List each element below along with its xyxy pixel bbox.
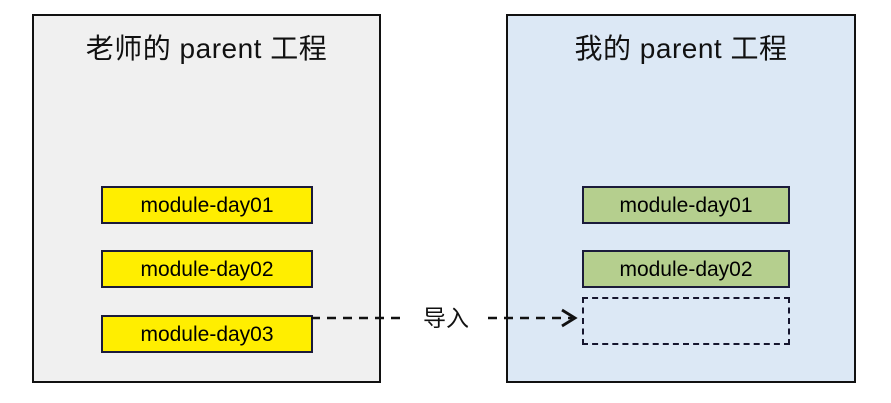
module-box-teacher-day01[interactable]: module-day01 [101,186,313,224]
module-box-mine-day01[interactable]: module-day01 [582,186,790,224]
module-label: module-day02 [140,257,274,281]
panel-title-mine: 我的 parent 工程 [574,33,788,64]
module-label: module-day01 [140,193,274,217]
panel-my-parent-project: 我的 parent 工程 module-day01 module-day02 [506,14,856,383]
connector-label-import: 导入 [404,304,488,332]
module-box-mine-day02[interactable]: module-day02 [582,250,790,288]
panel-title-teacher: 老师的 parent 工程 [85,33,328,64]
module-label: module-day03 [140,322,274,346]
module-label: module-day01 [619,193,753,217]
panel-teacher-parent-project: 老师的 parent 工程 module-day01 module-day02 … [32,14,381,383]
module-label: module-day02 [619,257,753,281]
module-box-teacher-day03[interactable]: module-day03 [101,315,313,353]
module-box-mine-empty-slot[interactable] [582,297,790,345]
module-box-teacher-day02[interactable]: module-day02 [101,250,313,288]
